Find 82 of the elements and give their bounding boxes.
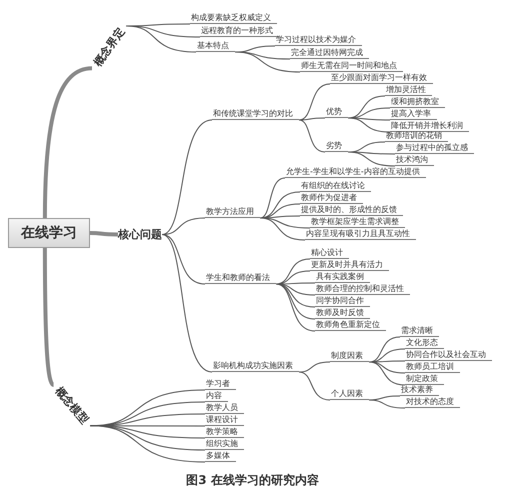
topic-label: 教师培训的花销 xyxy=(385,130,448,142)
topic-label: 需求清晰 xyxy=(400,325,439,337)
branch-label: 概念界定 xyxy=(92,26,126,68)
branch-line xyxy=(90,414,206,426)
topic-label: 劣势 xyxy=(325,140,348,152)
topic-label: 内容呈现有吸引力且具互动性 xyxy=(305,228,416,240)
topic-label: 学习过程以技术为媒介 xyxy=(275,34,362,46)
branch-line xyxy=(42,66,92,218)
branch-line xyxy=(162,120,212,235)
topic-label: 精心设计 xyxy=(310,247,349,259)
topic-label: 制度因素 xyxy=(330,350,369,362)
topic-label: 教学策略 xyxy=(205,426,244,438)
topic-label: 具有实践案例 xyxy=(315,271,370,283)
branch-line xyxy=(90,402,206,426)
topic-label: 技术鸿沟 xyxy=(395,154,434,166)
topic-label: 多媒体 xyxy=(205,450,236,462)
branch-line xyxy=(348,118,390,132)
topic-label: 教师合理的控制和灵活性 xyxy=(315,283,410,295)
topic-label: 至少跟面对面学习一样有效 xyxy=(330,72,433,84)
topic-label: 学习者 xyxy=(205,378,236,390)
topic-label: 课程设计 xyxy=(205,414,244,426)
topic-label: 有组织的在线讨论 xyxy=(300,180,371,192)
branch-line xyxy=(126,25,196,52)
branch-line xyxy=(276,284,316,332)
topic-label: 协同合作以及社会互动 xyxy=(405,349,492,361)
topic-label: 学生和教师的看法 xyxy=(205,272,276,284)
branch-line xyxy=(234,52,300,72)
topic-label: 远程教育的一种形式 xyxy=(200,25,279,37)
branch-line xyxy=(298,84,330,120)
branch-line xyxy=(162,234,212,372)
topic-label: 教师及时反馈 xyxy=(315,307,370,319)
topic-label: 提供及时的、形成性的反馈 xyxy=(300,204,403,216)
branch-line xyxy=(298,120,326,152)
topic-label: 同学协同合作 xyxy=(315,295,370,307)
branch-line xyxy=(260,218,306,240)
branch-line xyxy=(276,258,310,284)
topic-label: 内容 xyxy=(205,390,228,402)
topic-label: 对技术的态度 xyxy=(405,396,460,408)
topic-label: 制定政策 xyxy=(405,373,444,385)
topic-label: 文化形态 xyxy=(405,337,444,349)
figure-caption: 图3 在线学习的研究内容 xyxy=(185,472,320,489)
branch-line xyxy=(368,362,406,386)
topic-label: 更新及时并具有活力 xyxy=(310,259,389,271)
branch-line xyxy=(276,284,316,308)
branch-line xyxy=(348,152,396,166)
branch-line xyxy=(368,336,400,362)
topic-label: 教师角色重新定位 xyxy=(315,319,386,331)
branch-line xyxy=(298,362,330,372)
topic-label: 优势 xyxy=(325,106,348,118)
topic-label: 师生无需在同一时间和地点 xyxy=(300,60,403,72)
topic-label: 技术素养 xyxy=(400,384,439,396)
topic-label: 完全通过因特网完成 xyxy=(290,47,369,59)
topic-label: 组织实施 xyxy=(205,438,244,450)
topic-label: 构成要素缺乏权威定义 xyxy=(190,12,277,24)
topic-label: 提高入学率 xyxy=(390,108,437,120)
topic-label: 教学人员 xyxy=(205,402,244,414)
topic-label: 降低开销并增长利润 xyxy=(390,120,469,132)
branch-label: 核心问题 xyxy=(118,229,162,240)
branch-label: 概念模型 xyxy=(54,385,90,426)
branch-line xyxy=(260,178,286,218)
topic-label: 增加灵活性 xyxy=(385,84,432,96)
branch-line xyxy=(276,284,316,320)
topic-label: 允学生-学生和以学生-内容的互动提供 xyxy=(285,166,426,178)
branch-line xyxy=(298,118,326,120)
branch-line xyxy=(298,372,330,400)
topic-label: 和传统课堂学习的对比 xyxy=(212,108,299,120)
branch-line xyxy=(90,231,118,236)
branch-line xyxy=(368,400,406,408)
branch-line xyxy=(90,425,206,462)
branch-line xyxy=(42,248,55,387)
topic-label: 教学方法应用 xyxy=(205,206,260,218)
topic-label: 教师员工培训 xyxy=(405,361,460,373)
topic-label: 教学框架应学生需求调整 xyxy=(310,216,405,228)
topic-label: 基本特点 xyxy=(196,40,235,52)
branch-line xyxy=(162,218,206,235)
topic-label: 缓和拥挤教室 xyxy=(390,96,445,108)
central-topic-box: 在线学习 xyxy=(8,218,90,248)
topic-label: 教师作为促进者 xyxy=(300,192,363,204)
topic-label: 影响机构成功实施因素 xyxy=(212,360,299,372)
topic-label: 个人因素 xyxy=(330,388,369,400)
topic-label: 参与过程中的孤立感 xyxy=(395,142,474,154)
branch-line xyxy=(162,234,206,284)
